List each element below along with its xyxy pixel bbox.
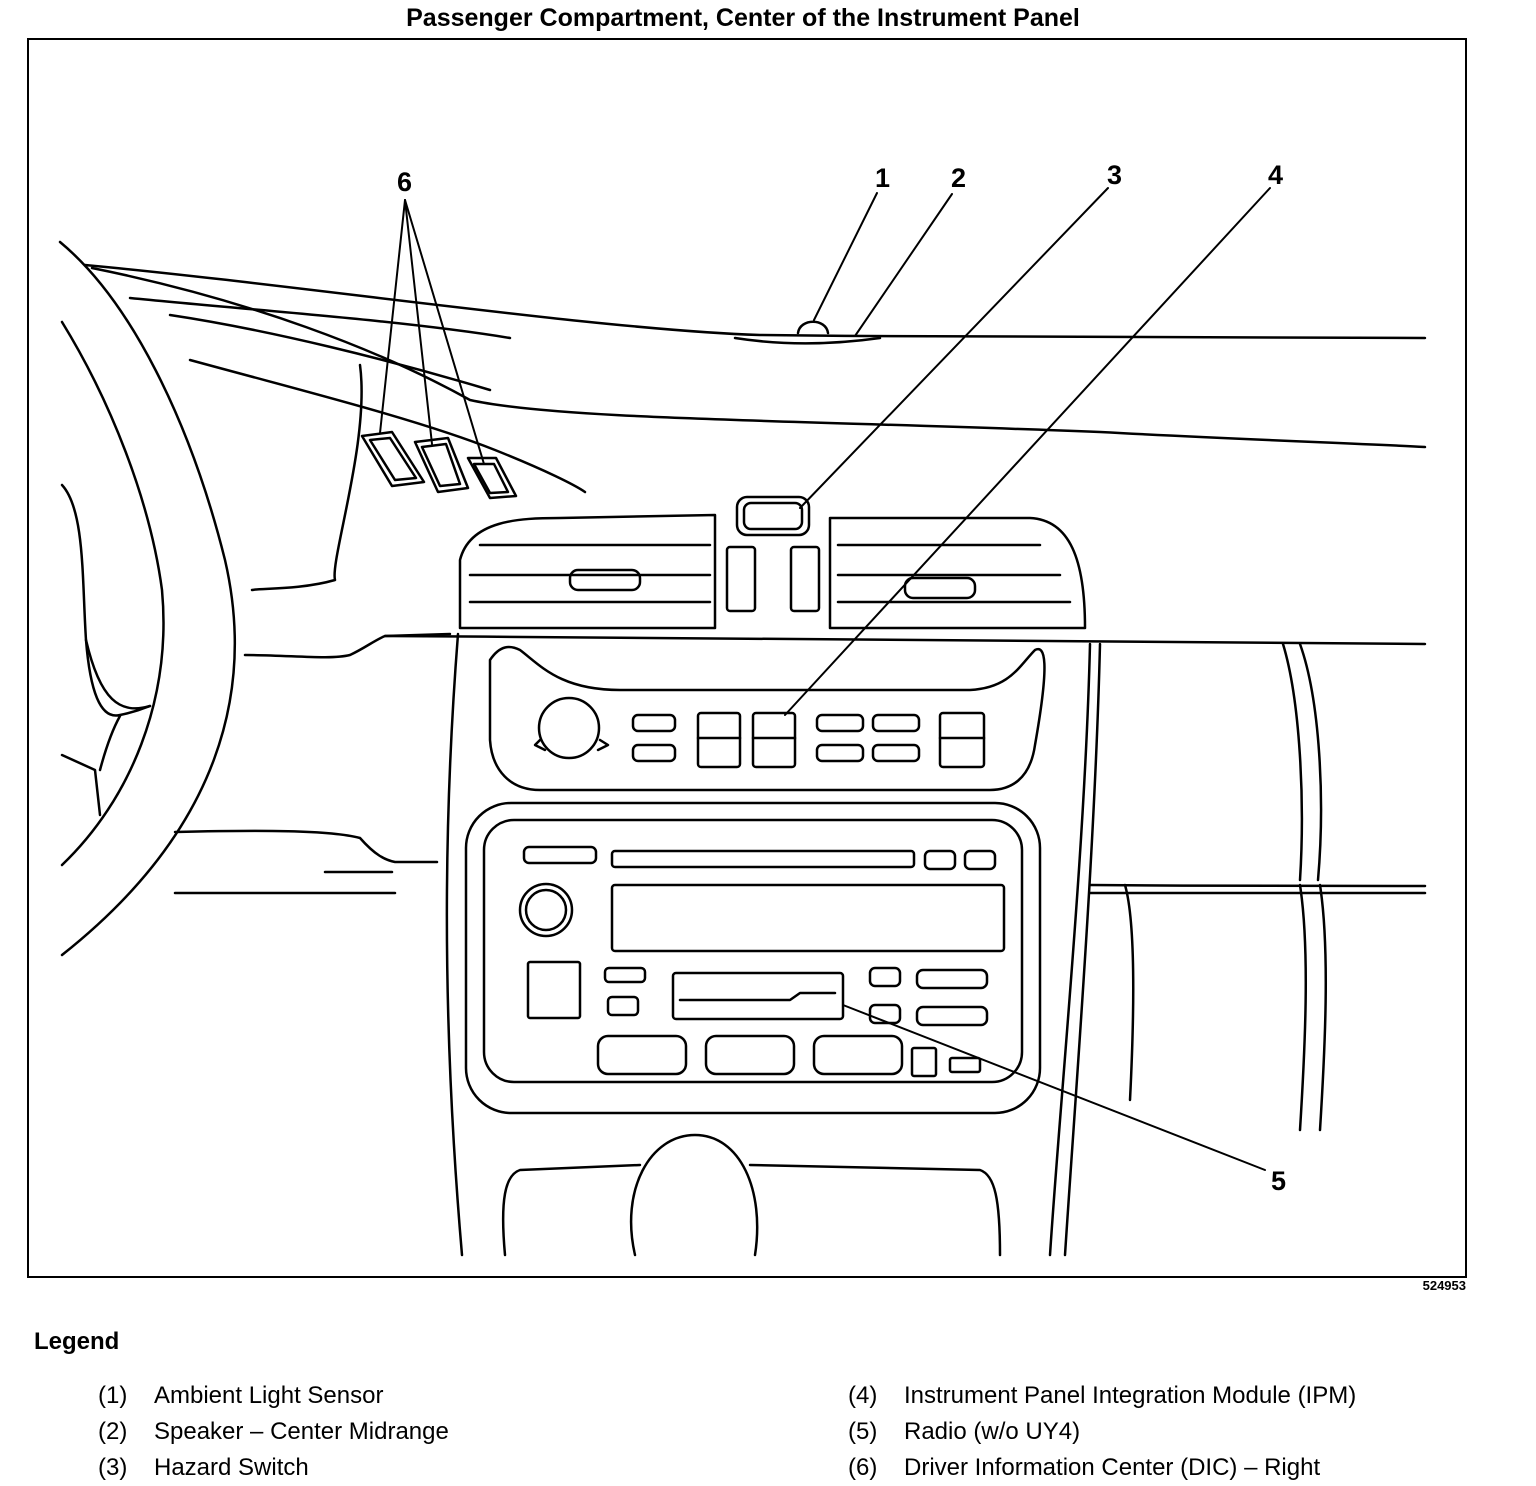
legend-title: Legend bbox=[34, 1328, 120, 1355]
legend-label: Speaker – Center Midrange bbox=[154, 1418, 449, 1445]
instrument-panel-drawing: 1 2 3 4 5 6 bbox=[58, 160, 1427, 1257]
callout-labels: 1 2 3 4 5 6 bbox=[397, 160, 1286, 1196]
legend-item: (5) Radio (w/o UY4) bbox=[848, 1414, 1356, 1450]
legend-number: (5) bbox=[848, 1418, 878, 1445]
dic-buttons bbox=[360, 430, 518, 500]
center-stack bbox=[445, 632, 1102, 1257]
callout-1: 1 bbox=[875, 163, 890, 193]
legend-number: (1) bbox=[98, 1382, 128, 1409]
callout-4: 4 bbox=[1268, 160, 1283, 190]
callout-2: 2 bbox=[951, 163, 966, 193]
legend-number: (4) bbox=[848, 1382, 878, 1409]
legend-number: (6) bbox=[848, 1454, 878, 1481]
legend-number: (2) bbox=[98, 1418, 128, 1445]
legend-number: (3) bbox=[98, 1454, 128, 1481]
legend-label: Instrument Panel Integration Module (IPM… bbox=[904, 1382, 1357, 1409]
diagram-frame bbox=[27, 38, 1467, 1278]
legend-column-right: (4) Instrument Panel Integration Module (… bbox=[848, 1378, 1356, 1486]
callout-6: 6 bbox=[397, 167, 412, 197]
ambient-light-sensor bbox=[796, 320, 830, 335]
ipm-module bbox=[488, 645, 1046, 792]
figure-id: 524953 bbox=[1422, 1278, 1466, 1293]
dashboard-surfaces bbox=[83, 263, 1427, 1132]
callout-5: 5 bbox=[1271, 1166, 1286, 1196]
steering-wheel bbox=[58, 240, 236, 957]
legend-label: Radio (w/o UY4) bbox=[904, 1418, 1081, 1445]
radio-unit bbox=[464, 801, 1042, 1115]
diagram-title: Passenger Compartment, Center of the Ins… bbox=[406, 4, 1080, 32]
hazard-switch bbox=[735, 495, 811, 537]
legend-column-left: (1) Ambient Light Sensor (2) Speaker – Cen… bbox=[98, 1378, 449, 1486]
legend-item: (3) Hazard Switch bbox=[98, 1450, 449, 1486]
legend-label: Ambient Light Sensor bbox=[154, 1382, 384, 1409]
callout-3: 3 bbox=[1107, 160, 1122, 190]
legend-item: (1) Ambient Light Sensor bbox=[98, 1378, 449, 1414]
air-vents bbox=[458, 513, 1087, 630]
legend-item: (2) Speaker – Center Midrange bbox=[98, 1414, 449, 1450]
legend-item: (6) Driver Information Center (DIC) – Rig… bbox=[848, 1450, 1356, 1486]
legend-item: (4) Instrument Panel Integration Module (… bbox=[848, 1378, 1356, 1414]
leader-lines bbox=[379, 187, 1271, 1171]
legend-label: Hazard Switch bbox=[154, 1454, 309, 1481]
legend-label: Driver Information Center (DIC) – Right bbox=[904, 1454, 1321, 1481]
